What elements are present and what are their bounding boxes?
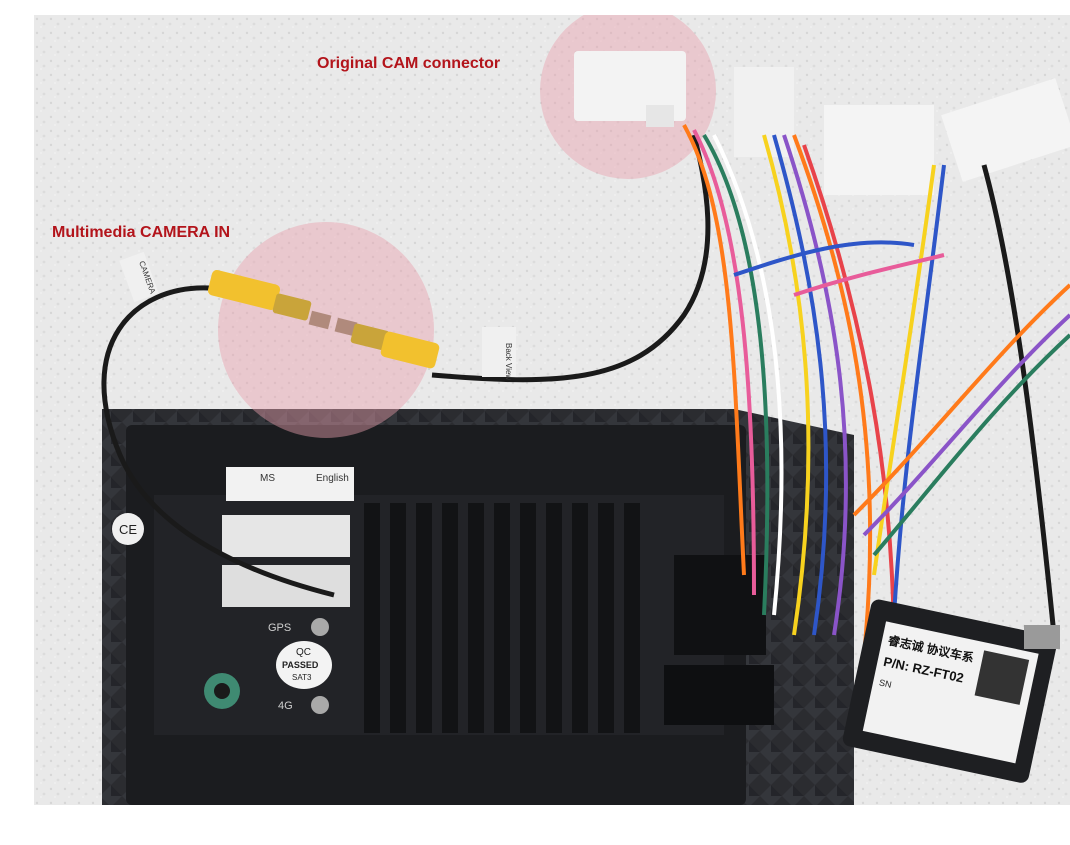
camera-cable [101, 285, 335, 598]
ce-mark-label: CE [119, 522, 137, 537]
camera-tag [119, 251, 159, 303]
qc-sticker-bottom: SAT3 [292, 673, 312, 682]
fourg-port-label: 4G [278, 700, 293, 712]
gps-port-label: GPS [268, 622, 291, 634]
gps-port [311, 618, 329, 636]
harness-connector-2 [824, 105, 934, 195]
connector-block-top [222, 515, 350, 557]
qc-sticker [276, 641, 332, 689]
original-cam-connector-caption: Original CAM connector [317, 55, 501, 72]
ce-mark [112, 513, 144, 545]
qc-sticker-mid: PASSED [282, 660, 319, 670]
rca-connector-pair [207, 269, 440, 369]
qc-sticker-top: QC [296, 647, 311, 658]
module-cable-plug [1024, 625, 1060, 649]
head-unit: MS English GPS 4G QC PASSED SAT3 CE [102, 409, 854, 805]
fourg-port [311, 696, 329, 714]
original-cam-connector [574, 51, 686, 121]
unit-label-sticker [226, 467, 354, 501]
unit-label-line2: English [316, 473, 349, 484]
multimedia-camera-in-caption: Multimedia CAMERA IN [52, 224, 231, 241]
qr-code [974, 650, 1030, 705]
multimedia-camera-in-highlight [218, 222, 434, 438]
back-view-tag [482, 327, 516, 377]
back-view-tag-text: Back View [504, 343, 513, 380]
power-socket [674, 555, 766, 655]
heatsink [364, 503, 640, 733]
harness-connector-3 [941, 78, 1070, 182]
module-serial: SN [878, 677, 892, 689]
wiring-harness [682, 124, 1070, 656]
unit-label-line1: MS [260, 473, 275, 484]
canbus-module: 睿志诚 协议车系 P/N: RZ-FT02 SN [842, 599, 1057, 783]
product-photo: MS English GPS 4G QC PASSED SAT3 CE CAME… [34, 15, 1070, 805]
connector-block-bottom [222, 565, 350, 607]
